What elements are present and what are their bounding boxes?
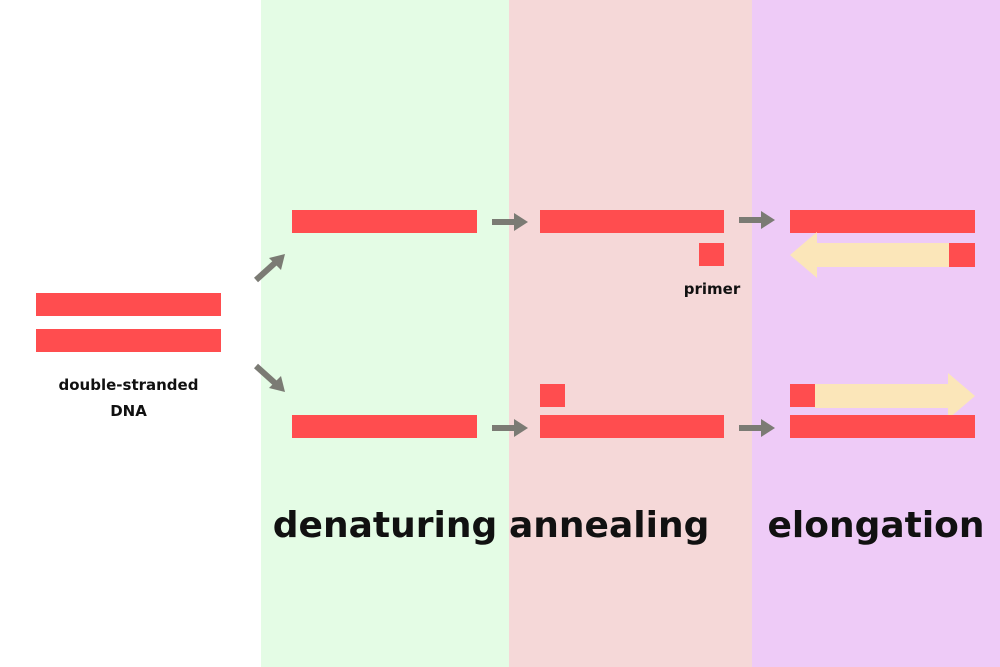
arrow-right-icon — [492, 213, 528, 231]
annealing-strand-top — [540, 210, 724, 233]
dna-strand-bottom — [36, 329, 221, 352]
annealing-panel — [509, 0, 752, 667]
stage-label-annealing: annealing — [509, 505, 710, 546]
elongation-panel — [752, 0, 1000, 667]
denatured-strand-top — [292, 210, 477, 233]
arrow-up-right-icon — [253, 254, 285, 283]
elongation-primer-top — [949, 243, 975, 267]
arrow-right-icon — [739, 211, 775, 229]
dna-strand-top — [36, 293, 221, 316]
arrow-right-icon — [492, 419, 528, 437]
primer-label: primer — [683, 280, 741, 298]
primer-top — [699, 243, 724, 266]
new-strand-left-arrow — [790, 232, 950, 278]
stage-label-denaturing: denaturing — [272, 505, 498, 546]
primer-bottom — [540, 384, 565, 407]
arrow-down-right-icon — [253, 363, 285, 392]
denatured-strand-bottom — [292, 415, 477, 438]
annealing-strand-bottom — [540, 415, 724, 438]
elongation-template-top — [790, 210, 975, 233]
new-strand-right-arrow — [815, 373, 975, 419]
stage-label-elongation: elongation — [767, 505, 985, 546]
elongation-template-bottom — [790, 415, 975, 438]
arrow-right-icon — [739, 419, 775, 437]
denaturing-panel — [261, 0, 509, 667]
dna-label: double-stranded DNA — [58, 376, 199, 420]
elongation-primer-bottom — [790, 384, 815, 407]
